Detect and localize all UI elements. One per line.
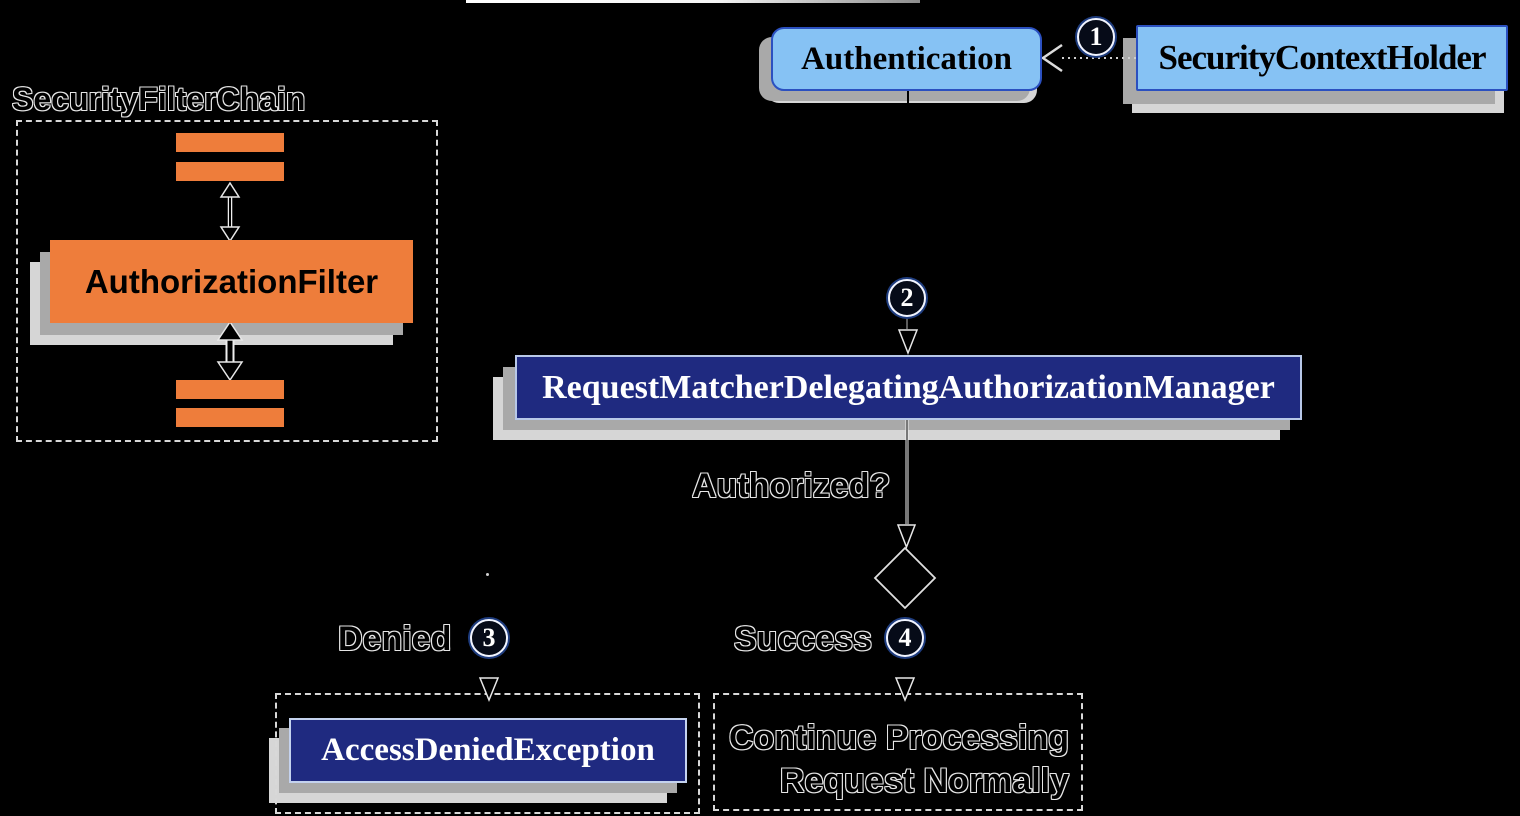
denied-label: Denied bbox=[338, 620, 452, 658]
access-denied-label: AccessDeniedException bbox=[321, 732, 655, 768]
security-context-holder-label: SecurityContextHolder bbox=[1158, 38, 1487, 77]
step-2-badge: 2 bbox=[888, 279, 926, 317]
authorization-filter-box: AuthorizationFilter bbox=[50, 240, 413, 323]
down-arrowhead-icon bbox=[896, 524, 917, 550]
authorization-manager-box: RequestMatcherDelegatingAuthorizationMan… bbox=[515, 355, 1302, 420]
decision-diamond bbox=[873, 546, 937, 610]
authorization-filter-label: AuthorizationFilter bbox=[84, 262, 379, 300]
step-3-badge: 3 bbox=[470, 619, 508, 657]
filter-bar bbox=[176, 133, 284, 152]
filter-bar bbox=[176, 408, 284, 427]
elbow-corner-artifact bbox=[486, 573, 489, 576]
diamond-to-denied-line bbox=[488, 577, 875, 620]
step-1-badge: 1 bbox=[1077, 18, 1115, 56]
filter-bar bbox=[176, 162, 284, 181]
access-denied-box: AccessDeniedException bbox=[289, 718, 687, 783]
success-label: Success bbox=[734, 620, 872, 658]
continue-processing-line2: Request Normally bbox=[779, 762, 1069, 800]
continue-processing-line1: Continue Processing bbox=[728, 719, 1069, 757]
continue-processing-label: Continue Processing Request Normally bbox=[713, 717, 1069, 803]
open-arrowhead-icon bbox=[1040, 43, 1063, 73]
authentication-box: Authentication bbox=[771, 27, 1042, 91]
filter-bar bbox=[176, 380, 284, 399]
authorization-manager-label: RequestMatcherDelegatingAuthorizationMan… bbox=[542, 368, 1275, 406]
step-4-badge: 4 bbox=[886, 619, 924, 657]
cropped-element-edge bbox=[466, 0, 920, 3]
authorized-question-label: Authorized? bbox=[692, 467, 891, 505]
authentication-label: Authentication bbox=[801, 40, 1012, 77]
security-filter-chain-container bbox=[16, 120, 438, 442]
security-filter-chain-title: SecurityFilterChain bbox=[12, 81, 306, 117]
security-context-holder-box: SecurityContextHolder bbox=[1136, 25, 1508, 91]
down-arrowhead-icon bbox=[897, 329, 919, 356]
